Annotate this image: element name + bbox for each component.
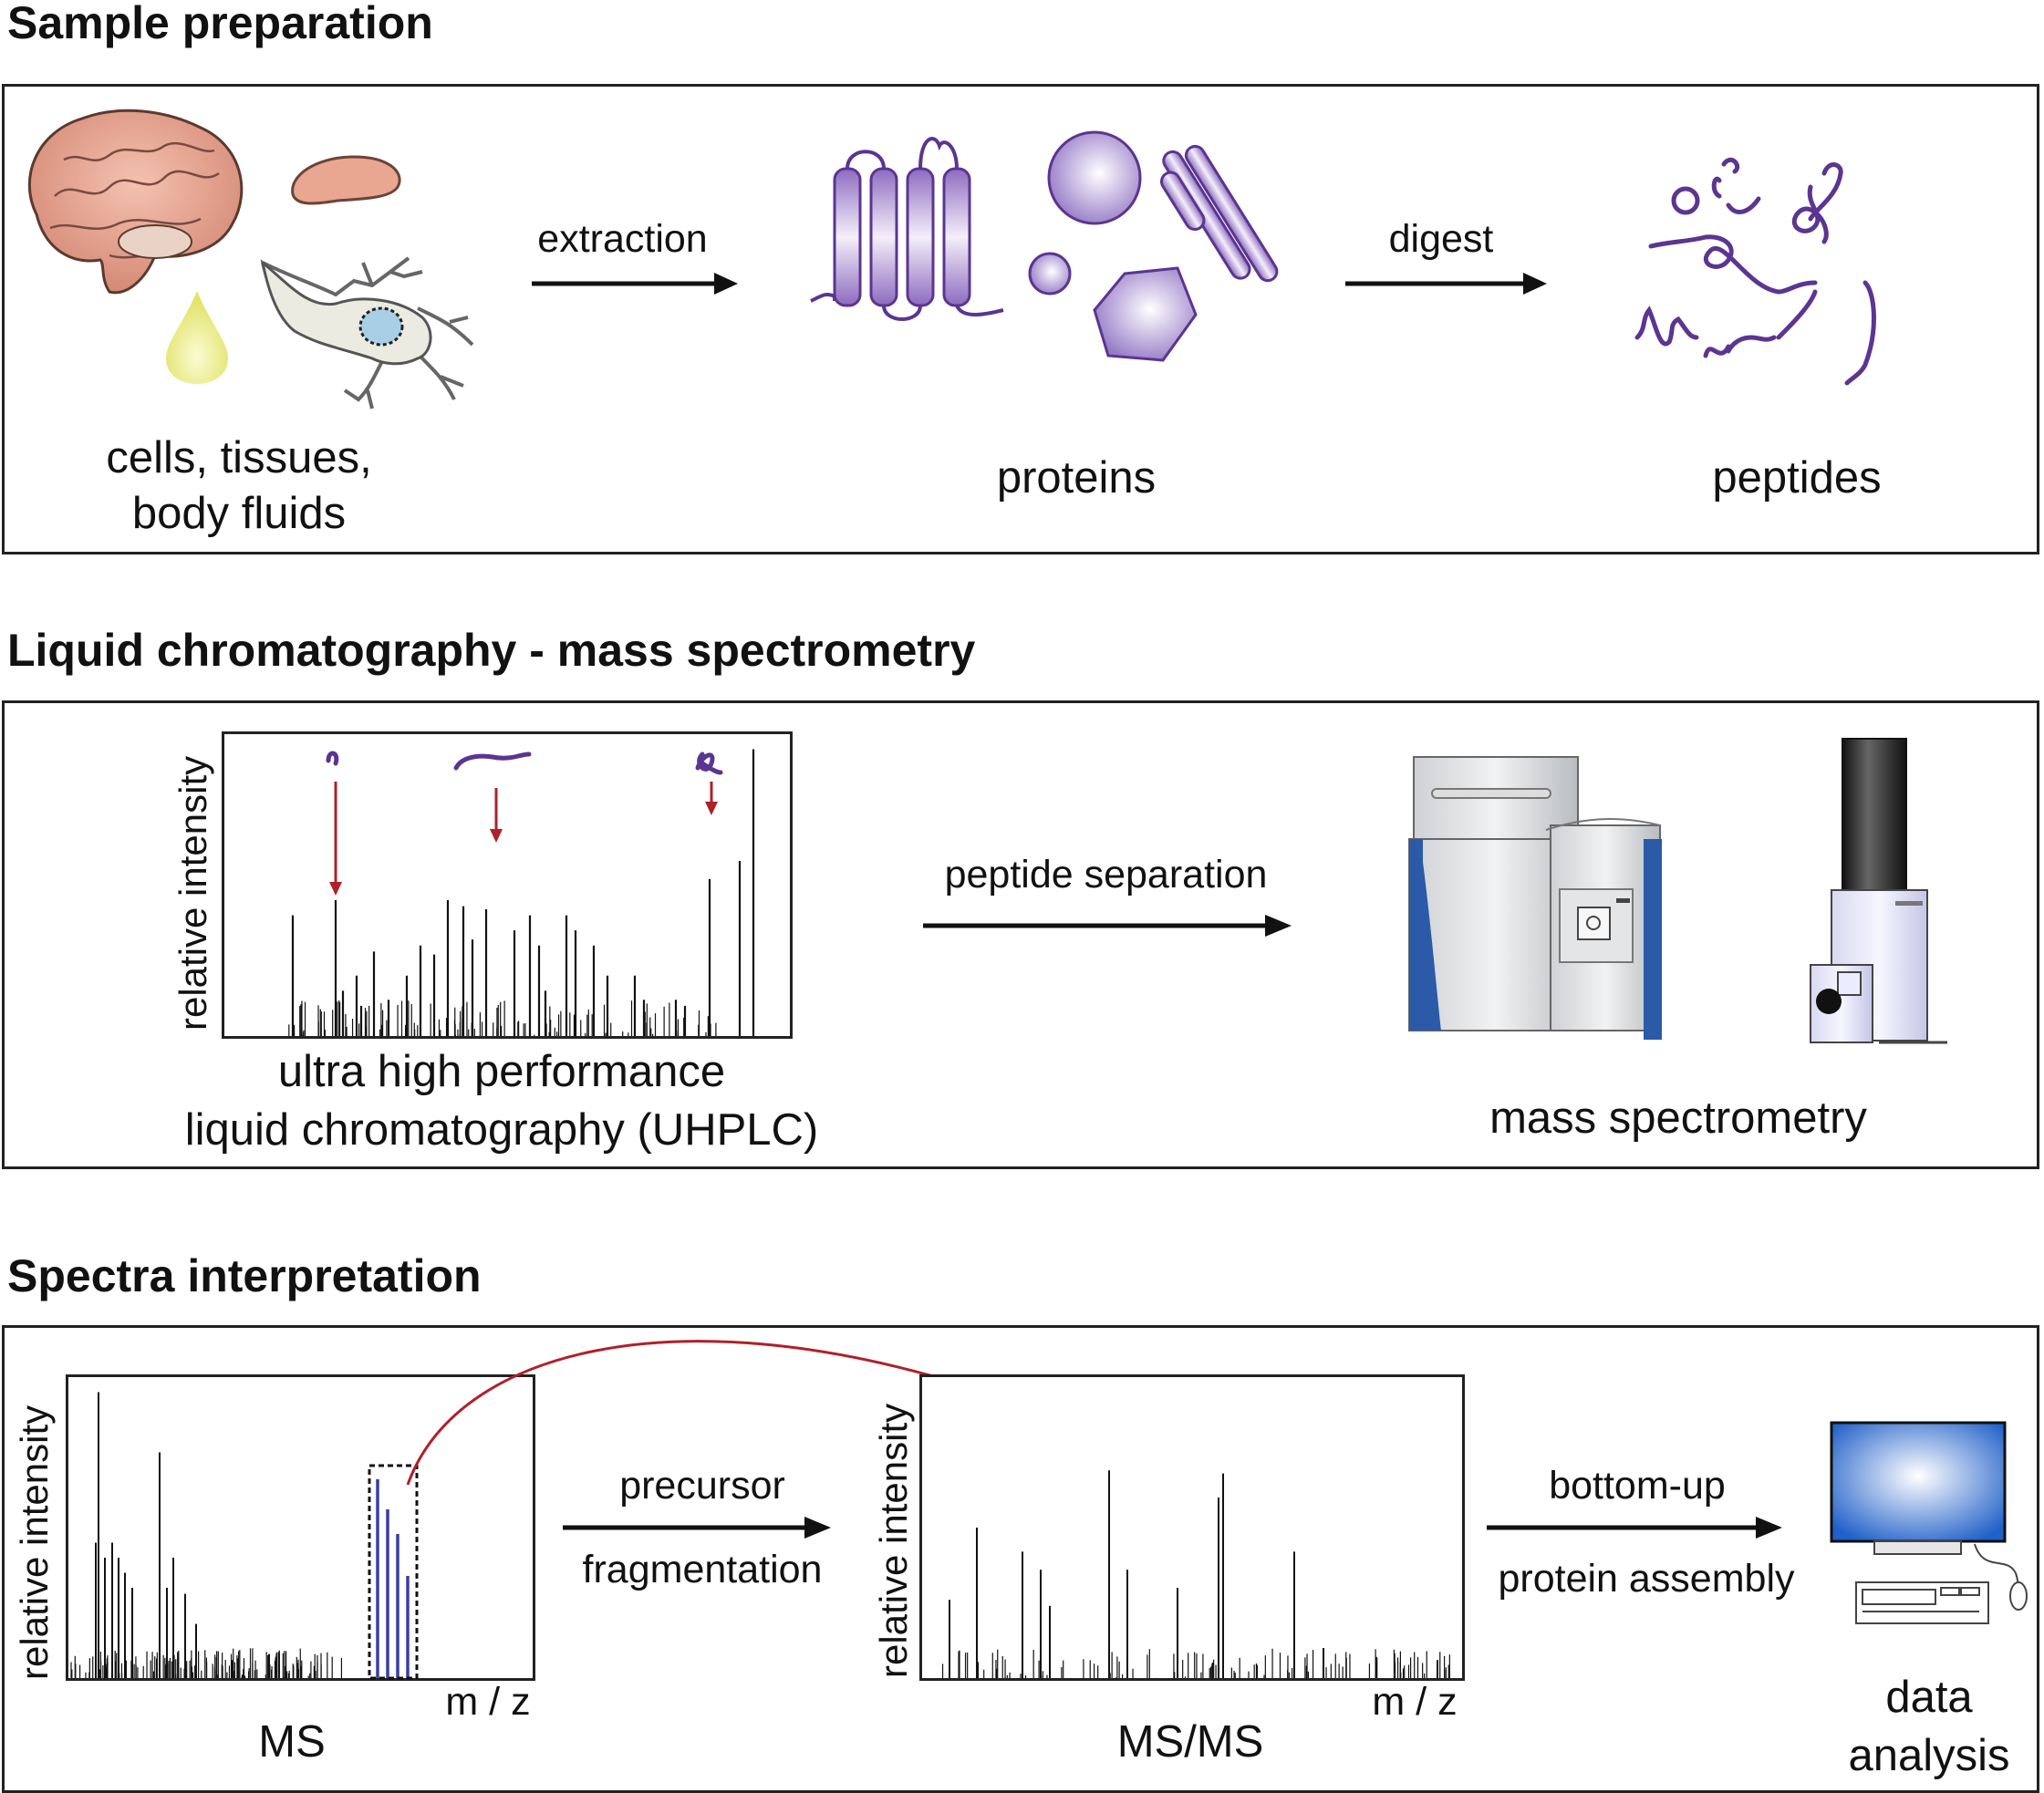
ms-ylabel: relative intensity bbox=[13, 1404, 56, 1680]
msms-xlabel: m / z bbox=[1372, 1680, 1458, 1724]
chromatogram-plot bbox=[222, 731, 793, 1039]
computer-icon bbox=[1830, 1421, 2028, 1624]
precursor-fragmentation-arrow bbox=[563, 1517, 831, 1539]
source-label-line1: cells, tissues, bbox=[106, 433, 372, 482]
droplet-icon bbox=[166, 291, 228, 384]
protein-shapes-icon bbox=[810, 130, 1279, 362]
digest-arrow bbox=[1345, 273, 1547, 295]
precursor-label: precursor bbox=[565, 1464, 839, 1508]
digest-label: digest bbox=[1388, 217, 1494, 261]
section-title-lcms: Liquid chromatography - mass spectrometr… bbox=[7, 625, 976, 676]
extraction-label: extraction bbox=[537, 217, 708, 261]
chromatogram-caption-line1: ultra high performance bbox=[277, 1047, 726, 1096]
section-title-spectra: Spectra interpretation bbox=[7, 1250, 482, 1301]
protein-assembly-arrow bbox=[1487, 1517, 1782, 1539]
chromatogram-annotations bbox=[326, 751, 723, 896]
peptides-label: peptides bbox=[1712, 453, 1882, 503]
peptide-strands-icon bbox=[1634, 157, 1876, 386]
peptide-separation-label: peptide separation bbox=[944, 853, 1268, 896]
chromatogram-trace bbox=[288, 749, 755, 1036]
lcms-panel bbox=[2, 700, 2039, 1169]
spectra-panel bbox=[2, 1325, 2039, 1793]
data-analysis-label: data analysis bbox=[1829, 1669, 2029, 1785]
ms-spectrum-plot bbox=[66, 1374, 535, 1681]
section-title-sample-preparation: Sample preparation bbox=[7, 0, 433, 48]
msms-caption: MS/MS bbox=[1116, 1717, 1264, 1767]
fragmentation-label: fragmentation bbox=[582, 1548, 823, 1591]
extraction-arrow bbox=[532, 273, 738, 295]
msms-spectrum-trace bbox=[941, 1470, 1450, 1678]
cell-icon bbox=[260, 256, 474, 409]
chromatogram-caption-line2: liquid chromatography (UHPLC) bbox=[184, 1104, 819, 1155]
source-label-line2: body fluids bbox=[131, 489, 347, 539]
bottom-up-label: bottom-up bbox=[1549, 1464, 1726, 1508]
msms-ylabel: relative intensity bbox=[872, 1403, 915, 1678]
sample-preparation-panel bbox=[2, 84, 2039, 554]
lc-ms-instrument-icon bbox=[1408, 756, 1662, 1040]
msms-spectrum-plot bbox=[919, 1374, 1465, 1681]
ms-xlabel: m / z bbox=[445, 1680, 531, 1724]
chromatogram-caption: ultra high performance liquid chromatogr… bbox=[137, 1043, 866, 1159]
mass-spectrometry-label: mass spectrometry bbox=[1489, 1093, 1867, 1143]
organ-icon bbox=[291, 155, 401, 205]
data-analysis-label-line2: analysis bbox=[1848, 1730, 2010, 1780]
mass-spectrometer-icon bbox=[1810, 738, 1947, 1044]
proteins-label: proteins bbox=[996, 453, 1157, 503]
source-label: cells, tissues, body fluids bbox=[84, 430, 394, 543]
ms-caption: MS bbox=[258, 1717, 326, 1767]
peptide-separation-arrow bbox=[923, 915, 1292, 937]
protein-assembly-label: protein assembly bbox=[1498, 1557, 1795, 1601]
precursor-label-line1: precursor bbox=[619, 1464, 785, 1508]
brain-icon bbox=[27, 109, 244, 295]
data-analysis-label-line1: data bbox=[1885, 1673, 1973, 1722]
chromatogram-ylabel: relative intensity bbox=[171, 755, 214, 1031]
ms-spectrum-trace bbox=[70, 1392, 419, 1680]
